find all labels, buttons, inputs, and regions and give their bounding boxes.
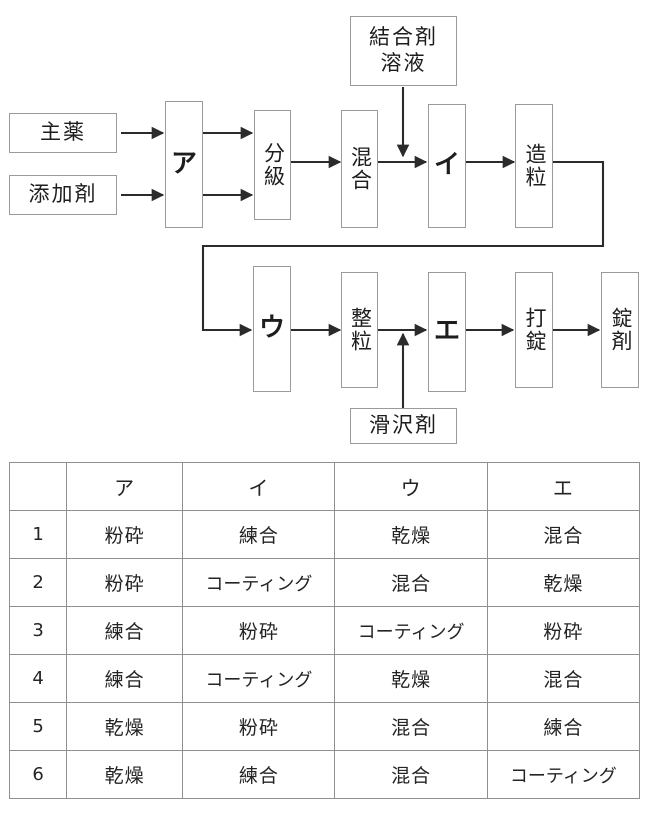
step-u-label: ウ: [258, 313, 285, 344]
cell-e: 混合: [486, 510, 641, 559]
cell-e: コーティング: [486, 750, 641, 799]
node-granulate: 造粒: [515, 104, 553, 228]
table-header-rownum: [8, 462, 68, 511]
table-row[interactable]: 2 粉砕 コーティング 混合 乾燥: [8, 558, 641, 607]
cell-u: コーティング: [334, 606, 488, 655]
step-i-label: イ: [433, 150, 460, 181]
mix-label: 混合: [348, 146, 373, 192]
compress-label: 打錠: [522, 307, 547, 353]
cell-a: 粉砕: [66, 558, 184, 607]
table-row[interactable]: 3 練合 粉砕 コーティング 粉砕: [8, 606, 641, 655]
cell-i: コーティング: [182, 654, 336, 703]
node-lubricant: 滑沢剤: [350, 408, 457, 444]
node-additive: 添加剤: [9, 175, 117, 215]
cell-i: 粉砕: [182, 702, 336, 751]
row-number: 1: [8, 510, 68, 559]
node-sizing: 整粒: [341, 272, 378, 388]
granulate-label: 造粒: [522, 143, 547, 189]
cell-a: 乾燥: [66, 702, 184, 751]
cell-i: 練合: [182, 510, 336, 559]
node-compress: 打錠: [515, 272, 553, 388]
cell-a: 練合: [66, 606, 184, 655]
table-row[interactable]: 4 練合 コーティング 乾燥 混合: [8, 654, 641, 703]
binder-solution-line1: 結合剤: [369, 25, 438, 50]
cell-u: 乾燥: [334, 510, 488, 559]
process-flow-diagram: 結合剤 溶液 主薬 添加剤 ア 分級 混合 イ 造粒 ウ: [9, 16, 639, 444]
cell-i: コーティング: [182, 558, 336, 607]
cell-a: 粉砕: [66, 510, 184, 559]
table-row[interactable]: 1 粉砕 練合 乾燥 混合: [8, 510, 641, 559]
table-header-i: イ: [182, 462, 336, 511]
table-header-a: ア: [66, 462, 184, 511]
cell-e: 乾燥: [486, 558, 641, 607]
table-header-e: エ: [486, 462, 641, 511]
table-header-u: ウ: [334, 462, 488, 511]
cell-e: 粉砕: [486, 606, 641, 655]
row-number: 5: [8, 702, 68, 751]
row-number: 2: [8, 558, 68, 607]
row-number: 4: [8, 654, 68, 703]
table-row[interactable]: 5 乾燥 粉砕 混合 練合: [8, 702, 641, 751]
answer-options-table: ア イ ウ エ 1 粉砕 練合 乾燥 混合 2 粉砕 コーティング 混合 乾燥: [8, 462, 641, 799]
node-step-i: イ: [428, 104, 466, 228]
row-number: 6: [8, 750, 68, 799]
node-step-u: ウ: [253, 266, 291, 392]
cell-e: 混合: [486, 654, 641, 703]
table-header-row: ア イ ウ エ: [8, 462, 641, 511]
step-e-label: エ: [433, 316, 460, 347]
node-tablet: 錠剤: [601, 272, 639, 388]
sizing-label: 整粒: [348, 307, 373, 353]
node-step-a: ア: [165, 101, 203, 228]
node-mix: 混合: [341, 110, 378, 228]
node-binder-solution: 結合剤 溶液: [350, 16, 457, 86]
lubricant-label: 滑沢剤: [369, 413, 438, 438]
row-number: 3: [8, 606, 68, 655]
main-drug-label: 主薬: [40, 120, 86, 145]
flow-connectors: [121, 87, 605, 408]
additive-label: 添加剤: [28, 182, 98, 207]
binder-solution-line2: 溶液: [380, 51, 427, 75]
cell-a: 乾燥: [66, 750, 184, 799]
cell-u: 混合: [334, 558, 488, 607]
cell-e: 練合: [486, 702, 641, 751]
cell-i: 粉砕: [182, 606, 336, 655]
cell-u: 混合: [334, 750, 488, 799]
step-a-label: ア: [170, 148, 197, 179]
table-row[interactable]: 6 乾燥 練合 混合 コーティング: [8, 750, 641, 799]
tablet-label: 錠剤: [608, 307, 633, 353]
node-main-drug: 主薬: [9, 113, 117, 153]
cell-i: 練合: [182, 750, 336, 799]
classify-label: 分級: [261, 142, 286, 188]
node-classify: 分級: [254, 110, 291, 220]
cell-u: 混合: [334, 702, 488, 751]
cell-a: 練合: [66, 654, 184, 703]
node-step-e: エ: [428, 272, 466, 392]
cell-u: 乾燥: [334, 654, 488, 703]
